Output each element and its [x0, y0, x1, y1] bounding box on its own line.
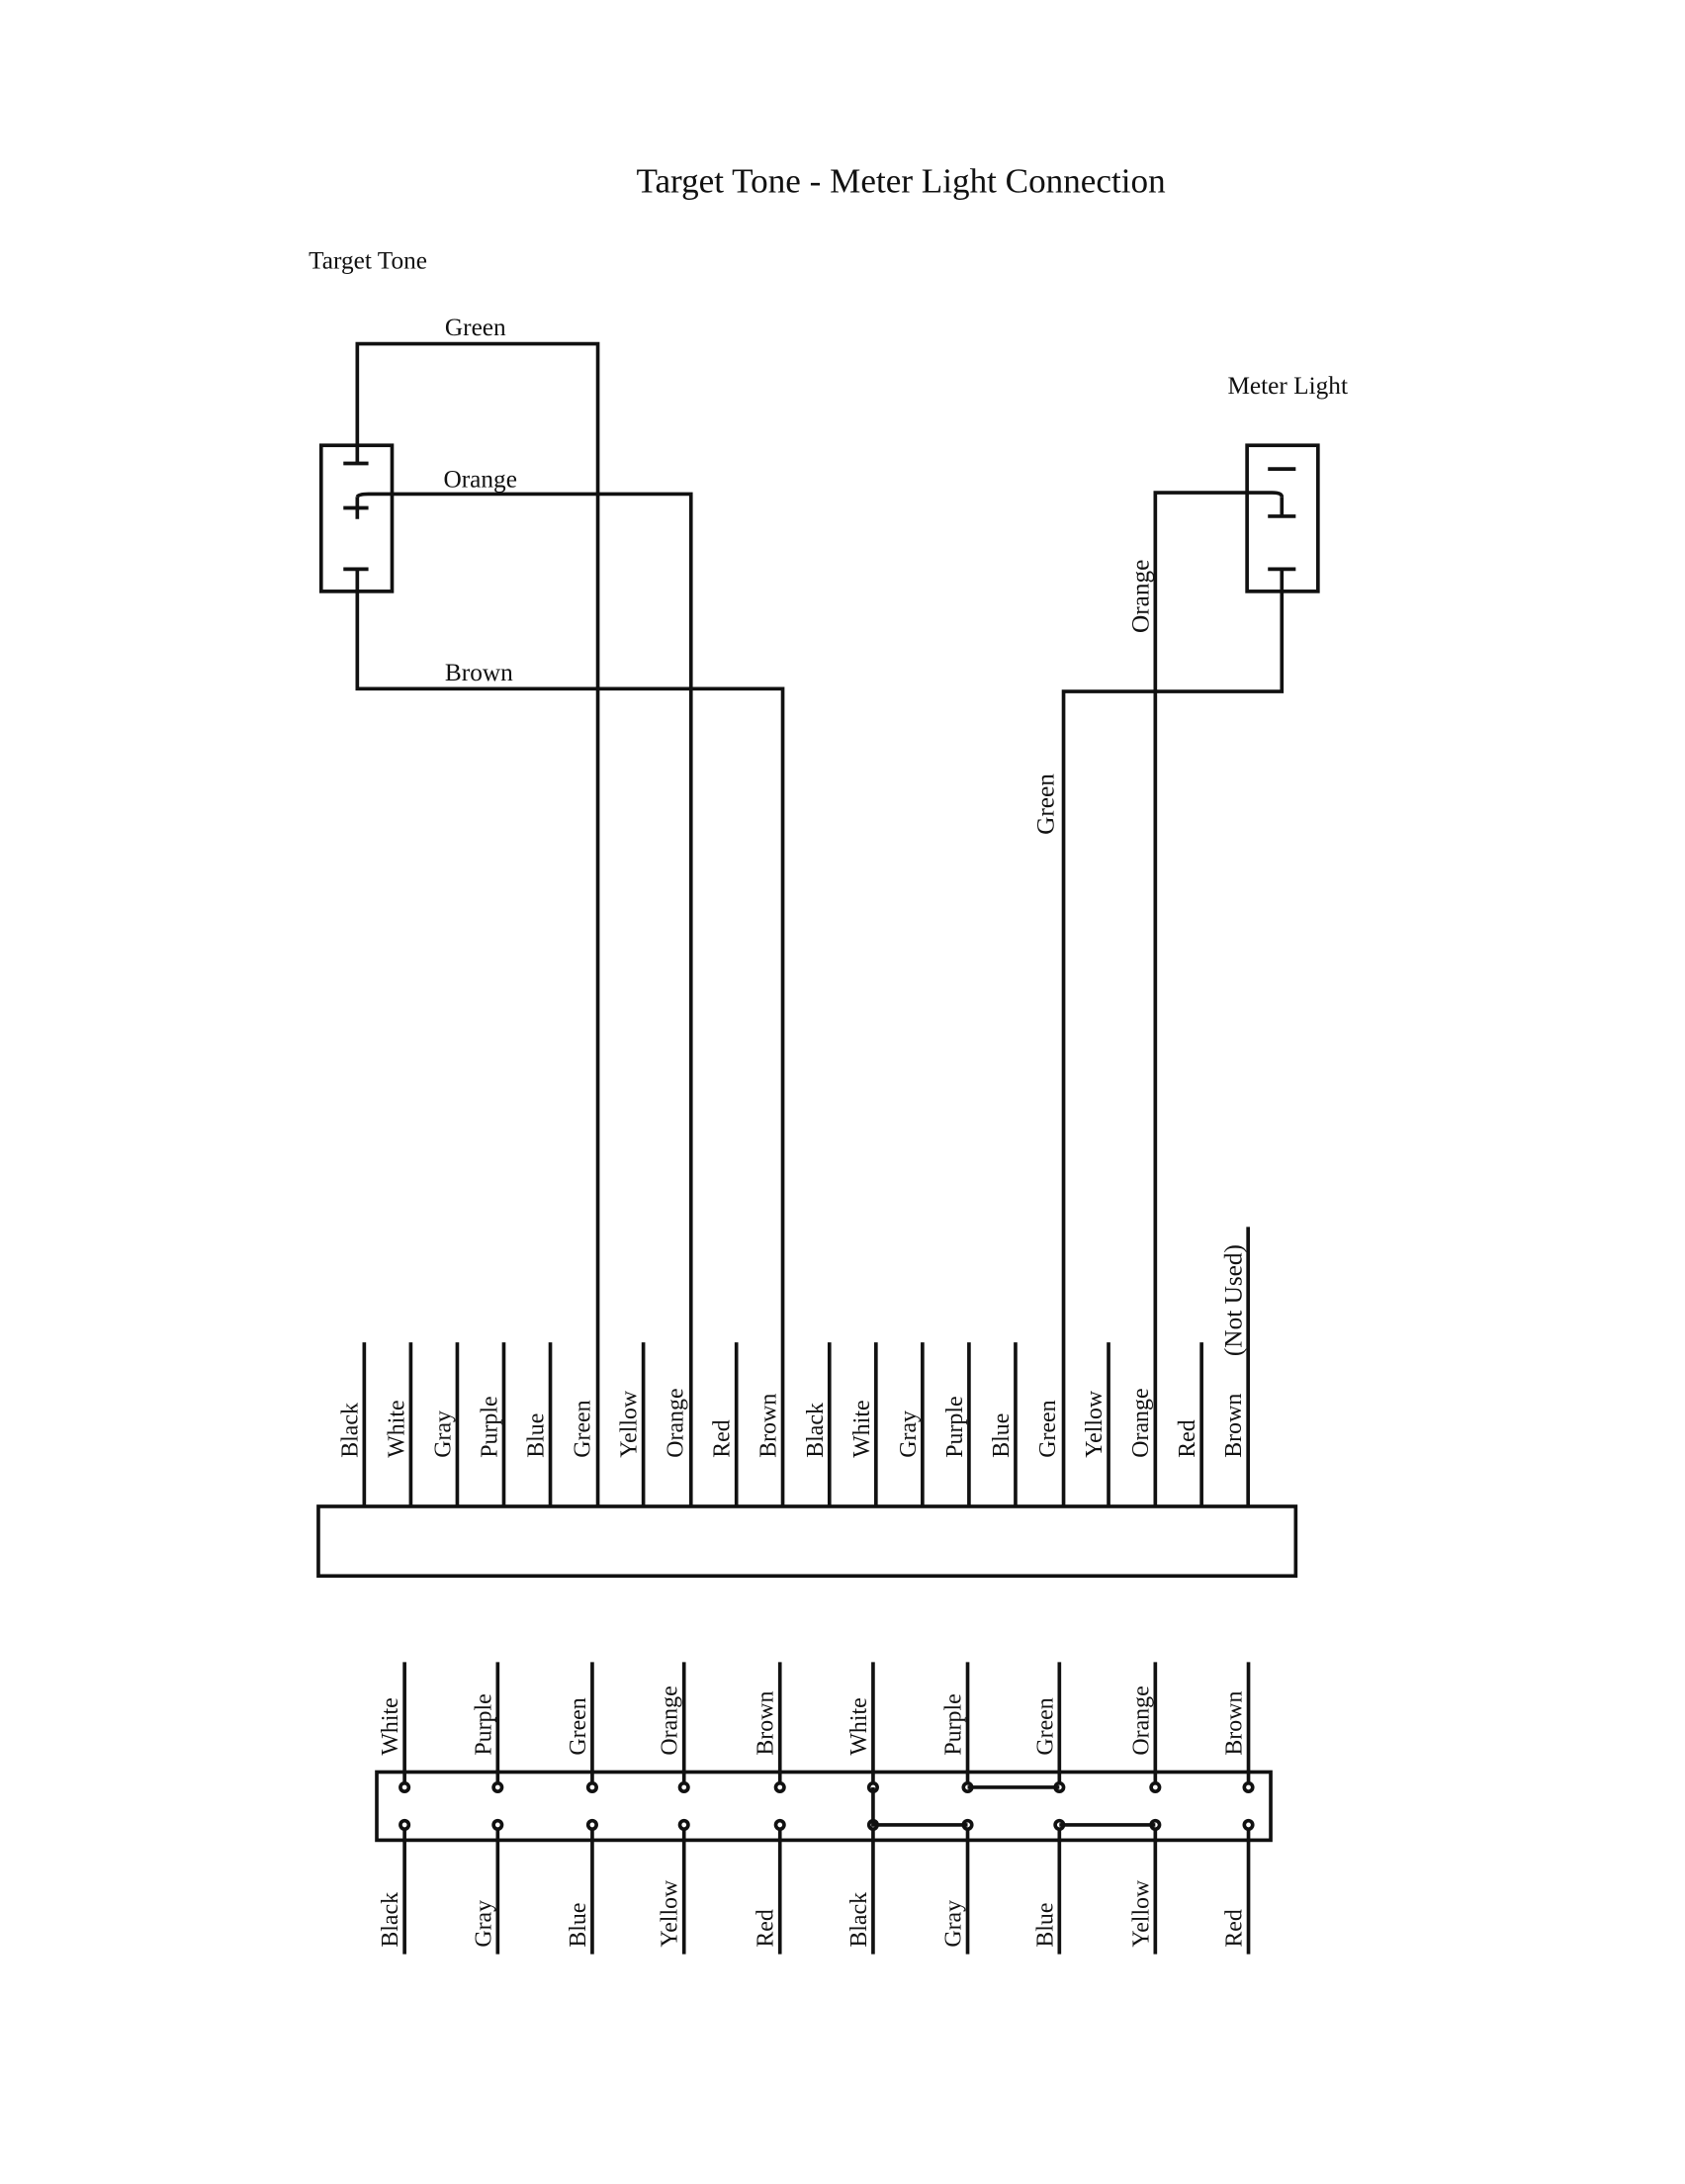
terminal-screw — [585, 1818, 598, 1831]
target-tone-green-label: Green — [445, 314, 506, 341]
main-pin-label: Yellow — [1082, 1390, 1108, 1458]
terminal-screw — [1242, 1780, 1255, 1794]
terminal-screw — [585, 1780, 598, 1794]
terminal-top-label: Brown — [1222, 1691, 1248, 1756]
main-pin-label: Orange — [1128, 1388, 1154, 1457]
terminal-screw — [1149, 1780, 1162, 1794]
meter-light-label: Meter Light — [1227, 372, 1348, 400]
main-pin-label: Purple — [477, 1396, 502, 1457]
terminal-block — [375, 1770, 1273, 1843]
jumper-wires — [871, 1785, 1156, 1827]
terminal-bottom-label: Blue — [566, 1903, 591, 1948]
target-tone-orange-wire — [355, 492, 693, 1506]
target-tone-terminals — [343, 445, 369, 592]
terminal-screw — [677, 1780, 690, 1794]
main-pin-label: Red — [1175, 1419, 1200, 1458]
target-tone-brown-wire — [355, 591, 785, 1506]
meter-light-orange-label: Orange — [1126, 560, 1154, 633]
main-pin-label: White — [384, 1400, 409, 1457]
terminal-bottom-label: Gray — [471, 1900, 496, 1948]
main-pin-label: Blue — [523, 1413, 549, 1458]
terminal-screw — [491, 1780, 504, 1794]
main-pin-label: White — [849, 1400, 875, 1457]
terminal-screw — [491, 1818, 504, 1831]
main-pin-label: Brown — [1221, 1394, 1247, 1458]
terminal-top-label: Orange — [1128, 1685, 1154, 1755]
main-pin-label: Green — [1035, 1400, 1061, 1457]
target-tone-brown-label: Brown — [445, 659, 513, 686]
terminal-top-label: Purple — [941, 1693, 967, 1755]
main-pin-label: Black — [337, 1403, 363, 1458]
meter-light-green-label: Green — [1032, 774, 1060, 835]
terminal-top-label: White — [846, 1697, 872, 1755]
terminal-top-label: White — [378, 1697, 403, 1755]
main-connector — [316, 1504, 1298, 1579]
target-tone-label: Target Tone — [309, 247, 427, 275]
meter-light-terminals — [1268, 467, 1296, 592]
terminal-top-label: Purple — [471, 1693, 496, 1755]
terminal-bottom-label: Red — [754, 1909, 779, 1948]
terminal-bottom-label: Yellow — [1128, 1879, 1154, 1948]
main-pin-label: Brown — [756, 1394, 782, 1458]
main-pin-label: Gray — [896, 1410, 922, 1458]
terminal-screw — [677, 1818, 690, 1831]
main-pin-label: Gray — [430, 1410, 456, 1458]
main-pin-label: Black — [803, 1403, 829, 1458]
terminal-top-label: Green — [566, 1697, 591, 1755]
terminal-screw — [1242, 1818, 1255, 1831]
not-used-note: (Not Used) — [1220, 1244, 1248, 1356]
main-pin-label: Blue — [989, 1413, 1015, 1458]
main-pin-label: Red — [710, 1419, 736, 1458]
terminal-bottom-label: Gray — [941, 1900, 967, 1948]
diagram-title: Target Tone - Meter Light Connection — [636, 161, 1166, 200]
terminal-screw — [399, 1780, 411, 1794]
terminal-screw — [773, 1818, 786, 1831]
terminal-top-label: Green — [1032, 1697, 1058, 1755]
terminal-bottom-label: Red — [1222, 1909, 1248, 1948]
terminal-bottom-label: Yellow — [658, 1879, 683, 1948]
target-tone-green-wire — [355, 341, 600, 1506]
meter-light-green-wire — [1061, 591, 1285, 1506]
main-pin-label: Orange — [664, 1388, 689, 1457]
terminal-top-label: Brown — [754, 1691, 779, 1756]
terminal-top-label: Orange — [658, 1685, 683, 1755]
main-pin-label: Green — [571, 1400, 596, 1457]
terminal-bottom-label: Black — [846, 1892, 872, 1948]
target-tone-orange-label: Orange — [443, 465, 516, 493]
main-pin-label: Yellow — [617, 1390, 643, 1458]
terminal-bottom-label: Blue — [1032, 1903, 1058, 1948]
main-pin-label: Purple — [942, 1396, 968, 1457]
meter-light-orange-wire — [1153, 491, 1285, 1506]
terminal-screw — [773, 1780, 786, 1794]
terminal-bottom-label: Black — [378, 1892, 403, 1948]
terminal-screw — [399, 1818, 411, 1831]
